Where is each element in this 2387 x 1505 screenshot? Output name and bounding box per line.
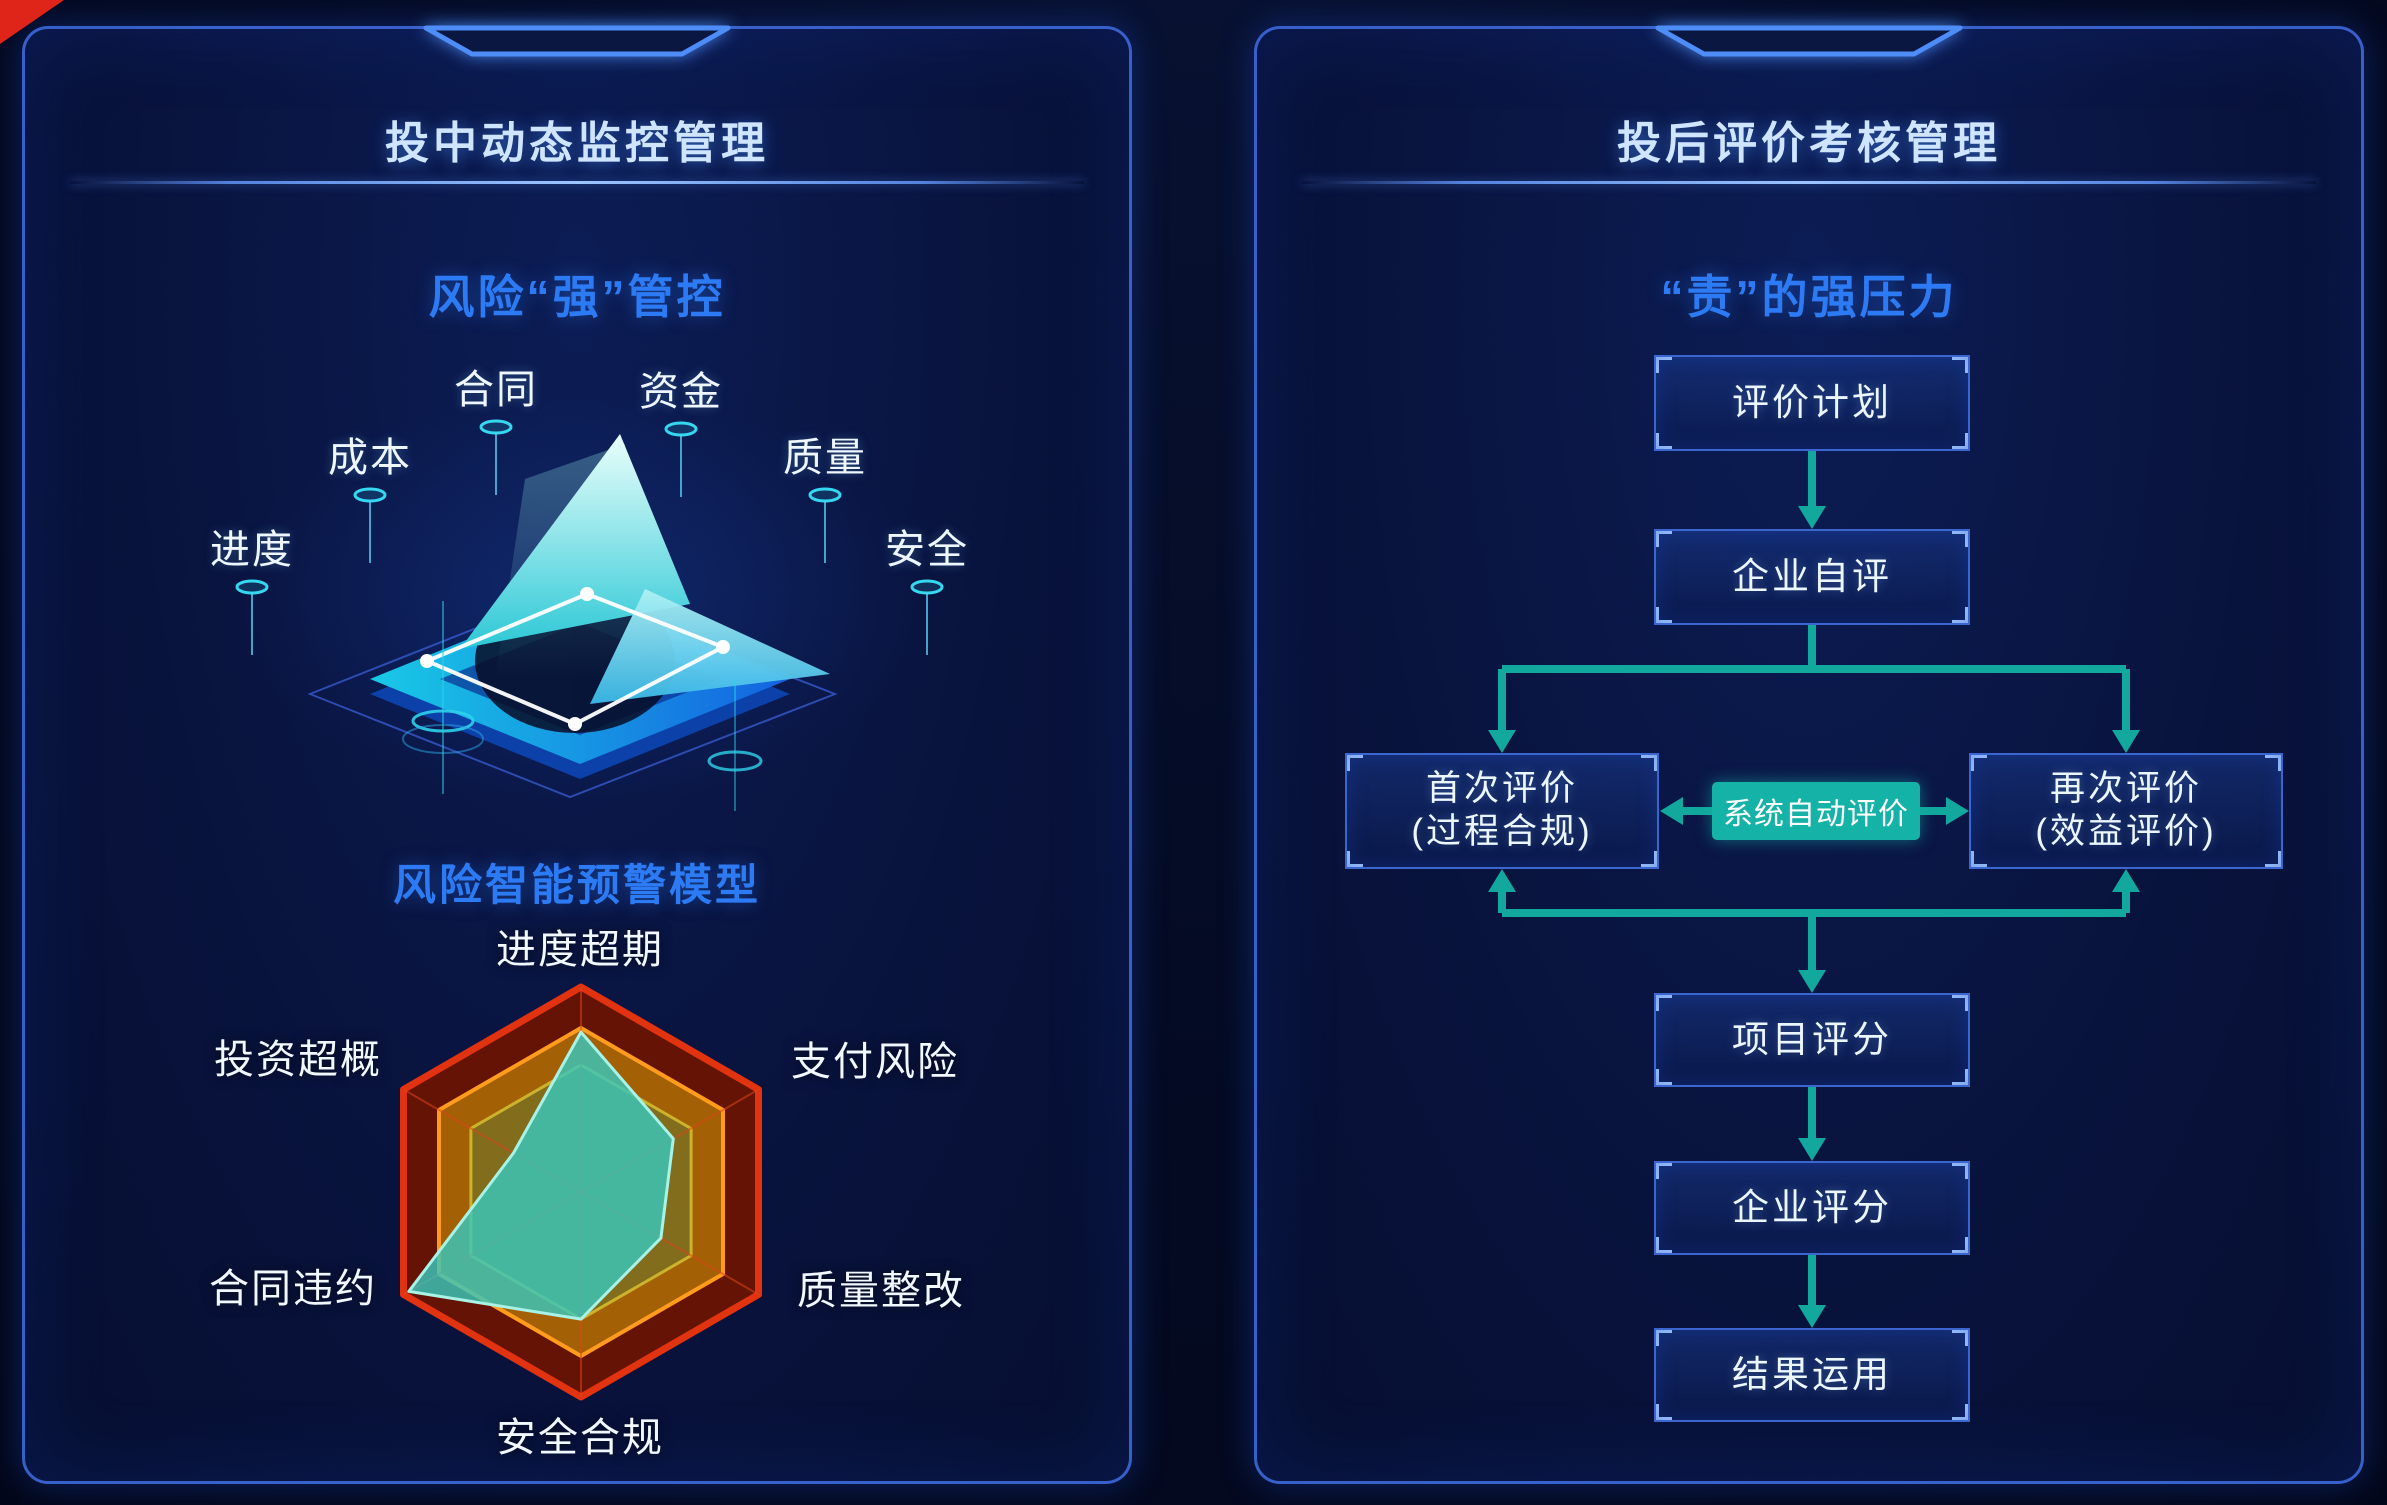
panel-post-evaluation: 投后评价考核管理 “责”的强压力 评价计划 企业自评 首次评价 (过程合规) 系… xyxy=(1254,25,2367,1487)
isometric-platform-graphic xyxy=(307,434,838,811)
flow-box-result-use: 结果运用 xyxy=(1654,1328,1970,1422)
title-divider xyxy=(1302,181,2316,184)
monitor-point-label: 合同 xyxy=(454,368,538,412)
radar-label-quality-rectify: 质量整改 xyxy=(797,1269,965,1313)
risk-radar-chart: 进度超期 支付风险 质量整改 安全合规 合同违约 投资超概 xyxy=(25,928,1135,1487)
radar-label-progress-overdue: 进度超期 xyxy=(496,928,664,972)
radar-label-payment-risk: 支付风险 xyxy=(791,1040,959,1084)
risk-control-subtitle: 风险“强”管控 xyxy=(428,271,726,323)
badge-label: 系统自动评价 xyxy=(1723,798,1909,831)
page-title: 投后评价考核管理 xyxy=(1617,119,2001,168)
radar-label-safety-compliance: 安全合规 xyxy=(496,1416,664,1460)
marker-pin-icon xyxy=(235,579,269,655)
monitor-point-label: 质量 xyxy=(783,436,867,480)
monitor-point-progress: 进度 xyxy=(192,517,312,661)
flow-box-enterprise-score: 企业评分 xyxy=(1654,1161,1970,1255)
responsibility-subtitle: “责”的强压力 xyxy=(1660,271,1958,323)
marker-pin-icon xyxy=(910,579,944,655)
marker-pin-icon xyxy=(808,487,842,563)
radar-label-over-budget: 投资超概 xyxy=(214,1038,382,1082)
flow-box-evaluation-plan: 评价计划 xyxy=(1654,355,1970,451)
title-divider xyxy=(70,181,1084,184)
monitor-point-label: 进度 xyxy=(210,528,294,572)
evaluation-flowchart: 评价计划 企业自评 首次评价 (过程合规) 系统自动评价 再次评价 (效益评价)… xyxy=(1257,29,2367,1487)
page-title: 投中动态监控管理 xyxy=(385,119,769,168)
monitor-point-label: 资金 xyxy=(639,370,723,414)
corner-ribbon xyxy=(0,0,64,44)
monitor-point-quality: 质量 xyxy=(765,425,885,569)
monitor-point-contract: 合同 xyxy=(436,357,556,501)
marker-pin-icon xyxy=(664,421,698,497)
marker-pin-icon xyxy=(479,419,513,495)
marker-pin-icon xyxy=(353,487,387,563)
flow-box-label: 项目评分 xyxy=(1732,1019,1892,1061)
flow-box-first-evaluation: 首次评价 (过程合规) xyxy=(1345,753,1659,869)
monitor-point-cost: 成本 xyxy=(310,425,430,569)
monitor-point-safety: 安全 xyxy=(867,517,987,661)
monitor-point-label: 安全 xyxy=(885,528,969,572)
flow-box-label-line2: (效益评价) xyxy=(2035,812,2217,851)
flow-box-label-line1: 再次评价 xyxy=(2049,769,2202,809)
radar-svg xyxy=(400,983,762,1401)
flow-box-project-score: 项目评分 xyxy=(1654,993,1970,1087)
flow-box-second-evaluation: 再次评价 (效益评价) xyxy=(1969,753,2283,869)
flow-box-label: 结果运用 xyxy=(1732,1354,1892,1396)
risk-model-title: 风险智能预警模型 xyxy=(393,862,761,910)
risk-monitor-illustration: 合同 资金 成本 质量 xyxy=(25,329,1135,889)
flow-box-label: 企业自评 xyxy=(1732,556,1892,598)
panel-top-notch-icon xyxy=(422,25,732,62)
flow-box-label: 企业评分 xyxy=(1732,1187,1892,1229)
flow-box-label: 评价计划 xyxy=(1732,382,1892,424)
panel-top-notch-icon xyxy=(1654,25,1964,62)
monitor-point-label: 成本 xyxy=(328,436,412,480)
monitor-point-funds: 资金 xyxy=(621,359,741,503)
flow-box-enterprise-self-eval: 企业自评 xyxy=(1654,529,1970,625)
radar-label-contract-breach: 合同违约 xyxy=(209,1267,377,1311)
panel-investment-monitoring: 投中动态监控管理 风险“强”管控 xyxy=(22,25,1135,1487)
flow-box-label-line2: (过程合规) xyxy=(1411,812,1593,851)
system-auto-eval-badge: 系统自动评价 xyxy=(1712,782,1920,840)
flow-box-label-line1: 首次评价 xyxy=(1425,769,1578,809)
